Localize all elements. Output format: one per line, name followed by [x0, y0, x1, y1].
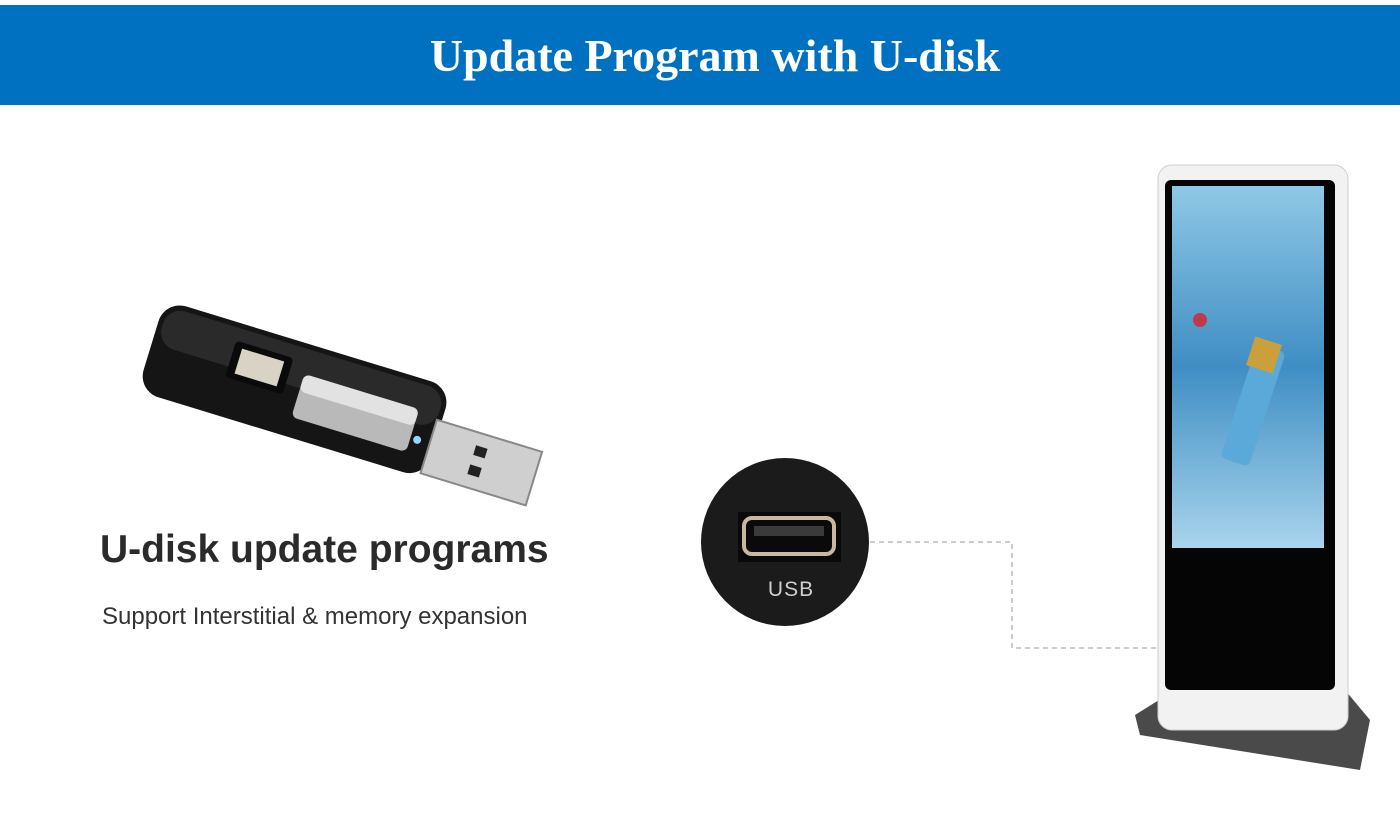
usb-port-closeup — [701, 458, 869, 626]
digital-signage-kiosk-image — [1135, 164, 1370, 770]
usb-port-label: USB — [767, 578, 815, 601]
title-banner: Update Program with U-disk — [0, 5, 1400, 105]
page-title: Update Program with U-disk — [429, 29, 1001, 81]
connector-line — [870, 541, 1160, 649]
usb-flash-drive-image — [142, 305, 544, 507]
feature-subheading: Support Interstitial & memory expansion — [102, 603, 528, 630]
feature-heading: U-disk update programs — [100, 528, 549, 571]
